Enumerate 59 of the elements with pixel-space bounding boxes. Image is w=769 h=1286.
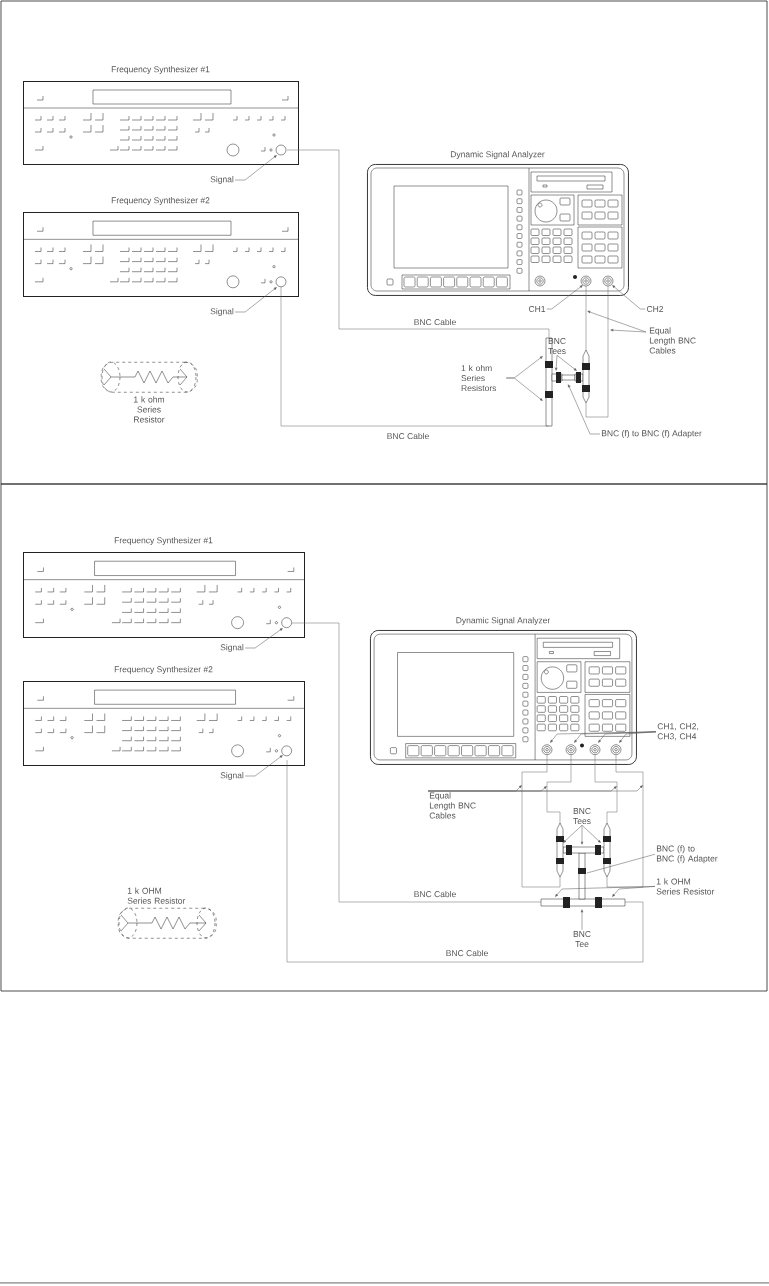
callout-label: CH1	[528, 306, 546, 312]
leader-line	[244, 628, 283, 649]
cable	[594, 763, 618, 824]
leader-line	[506, 377, 543, 401]
callout-label: CH2	[646, 306, 664, 312]
edge-label: BNC Cable	[414, 890, 456, 898]
leader-line	[612, 886, 656, 897]
leader-line	[427, 785, 643, 792]
instrument-title: Frequency Synthesizer #2	[114, 666, 213, 674]
callout-label: Signal	[210, 176, 234, 184]
leader-line	[568, 384, 601, 435]
cable	[585, 294, 587, 351]
callout-label: Equal Length BNC Cables	[429, 792, 476, 819]
cable	[286, 759, 644, 963]
instrument-title: Dynamic Signal Analyzer	[456, 617, 551, 625]
leader-line	[546, 285, 583, 310]
callout-label: BNC (f) to BNC (f) Adapter	[601, 430, 702, 438]
leader-line	[581, 825, 601, 843]
leader-line	[580, 909, 584, 930]
instrument-title: Frequency Synthesizer #2	[111, 197, 210, 205]
callout-label: BNC Tees	[573, 808, 591, 824]
instrument-title: Dynamic Signal Analyzer	[450, 151, 545, 159]
instrument-title: Frequency Synthesizer #1	[114, 537, 213, 545]
callout-label: Signal	[210, 308, 234, 316]
callout-label: Equal Length BNC Cables	[649, 327, 696, 354]
connector-assembly-drawing	[545, 337, 590, 427]
callout-label: BNC Tee	[573, 931, 591, 947]
callout-label: CH1, CH2, CH3, CH4	[657, 723, 699, 741]
instrument-title: Frequency Synthesizer #1	[111, 66, 210, 74]
cable	[546, 763, 572, 824]
edge-label: BNC Cable	[446, 949, 488, 957]
leader-line	[563, 825, 583, 843]
cable	[280, 286, 550, 427]
leader-line	[234, 155, 277, 181]
leader-line	[586, 853, 656, 874]
callout-label: Signal	[220, 772, 244, 780]
edge-label: BNC Cable	[414, 318, 456, 326]
leader-line	[610, 329, 647, 333]
cable	[606, 763, 644, 888]
cable	[286, 149, 550, 339]
callout-label: 1 k ohm Series Resistors	[461, 364, 497, 392]
leader-line	[587, 310, 647, 333]
leader-line	[556, 355, 577, 371]
leader-line	[612, 285, 646, 310]
edge-label: BNC Cable	[387, 432, 429, 440]
leader-line	[234, 287, 277, 313]
leader-line	[244, 755, 283, 777]
resistor-caption: 1 k OHM Series Resistor	[127, 887, 186, 904]
leader-line	[619, 731, 657, 743]
leader-line	[580, 825, 584, 845]
leader-line	[555, 355, 558, 371]
connector-assembly-drawing	[540, 822, 626, 908]
callout-label: 1 k OHM Series Resistor	[656, 878, 715, 895]
callout-label: Signal	[220, 644, 244, 652]
cable	[585, 294, 609, 418]
resistor-caption: 1 k ohm Series Resistor	[134, 396, 165, 423]
cable	[291, 622, 542, 903]
callout-label: BNC (f) to BNC (f) Adapter	[656, 845, 718, 864]
cable	[521, 763, 561, 888]
